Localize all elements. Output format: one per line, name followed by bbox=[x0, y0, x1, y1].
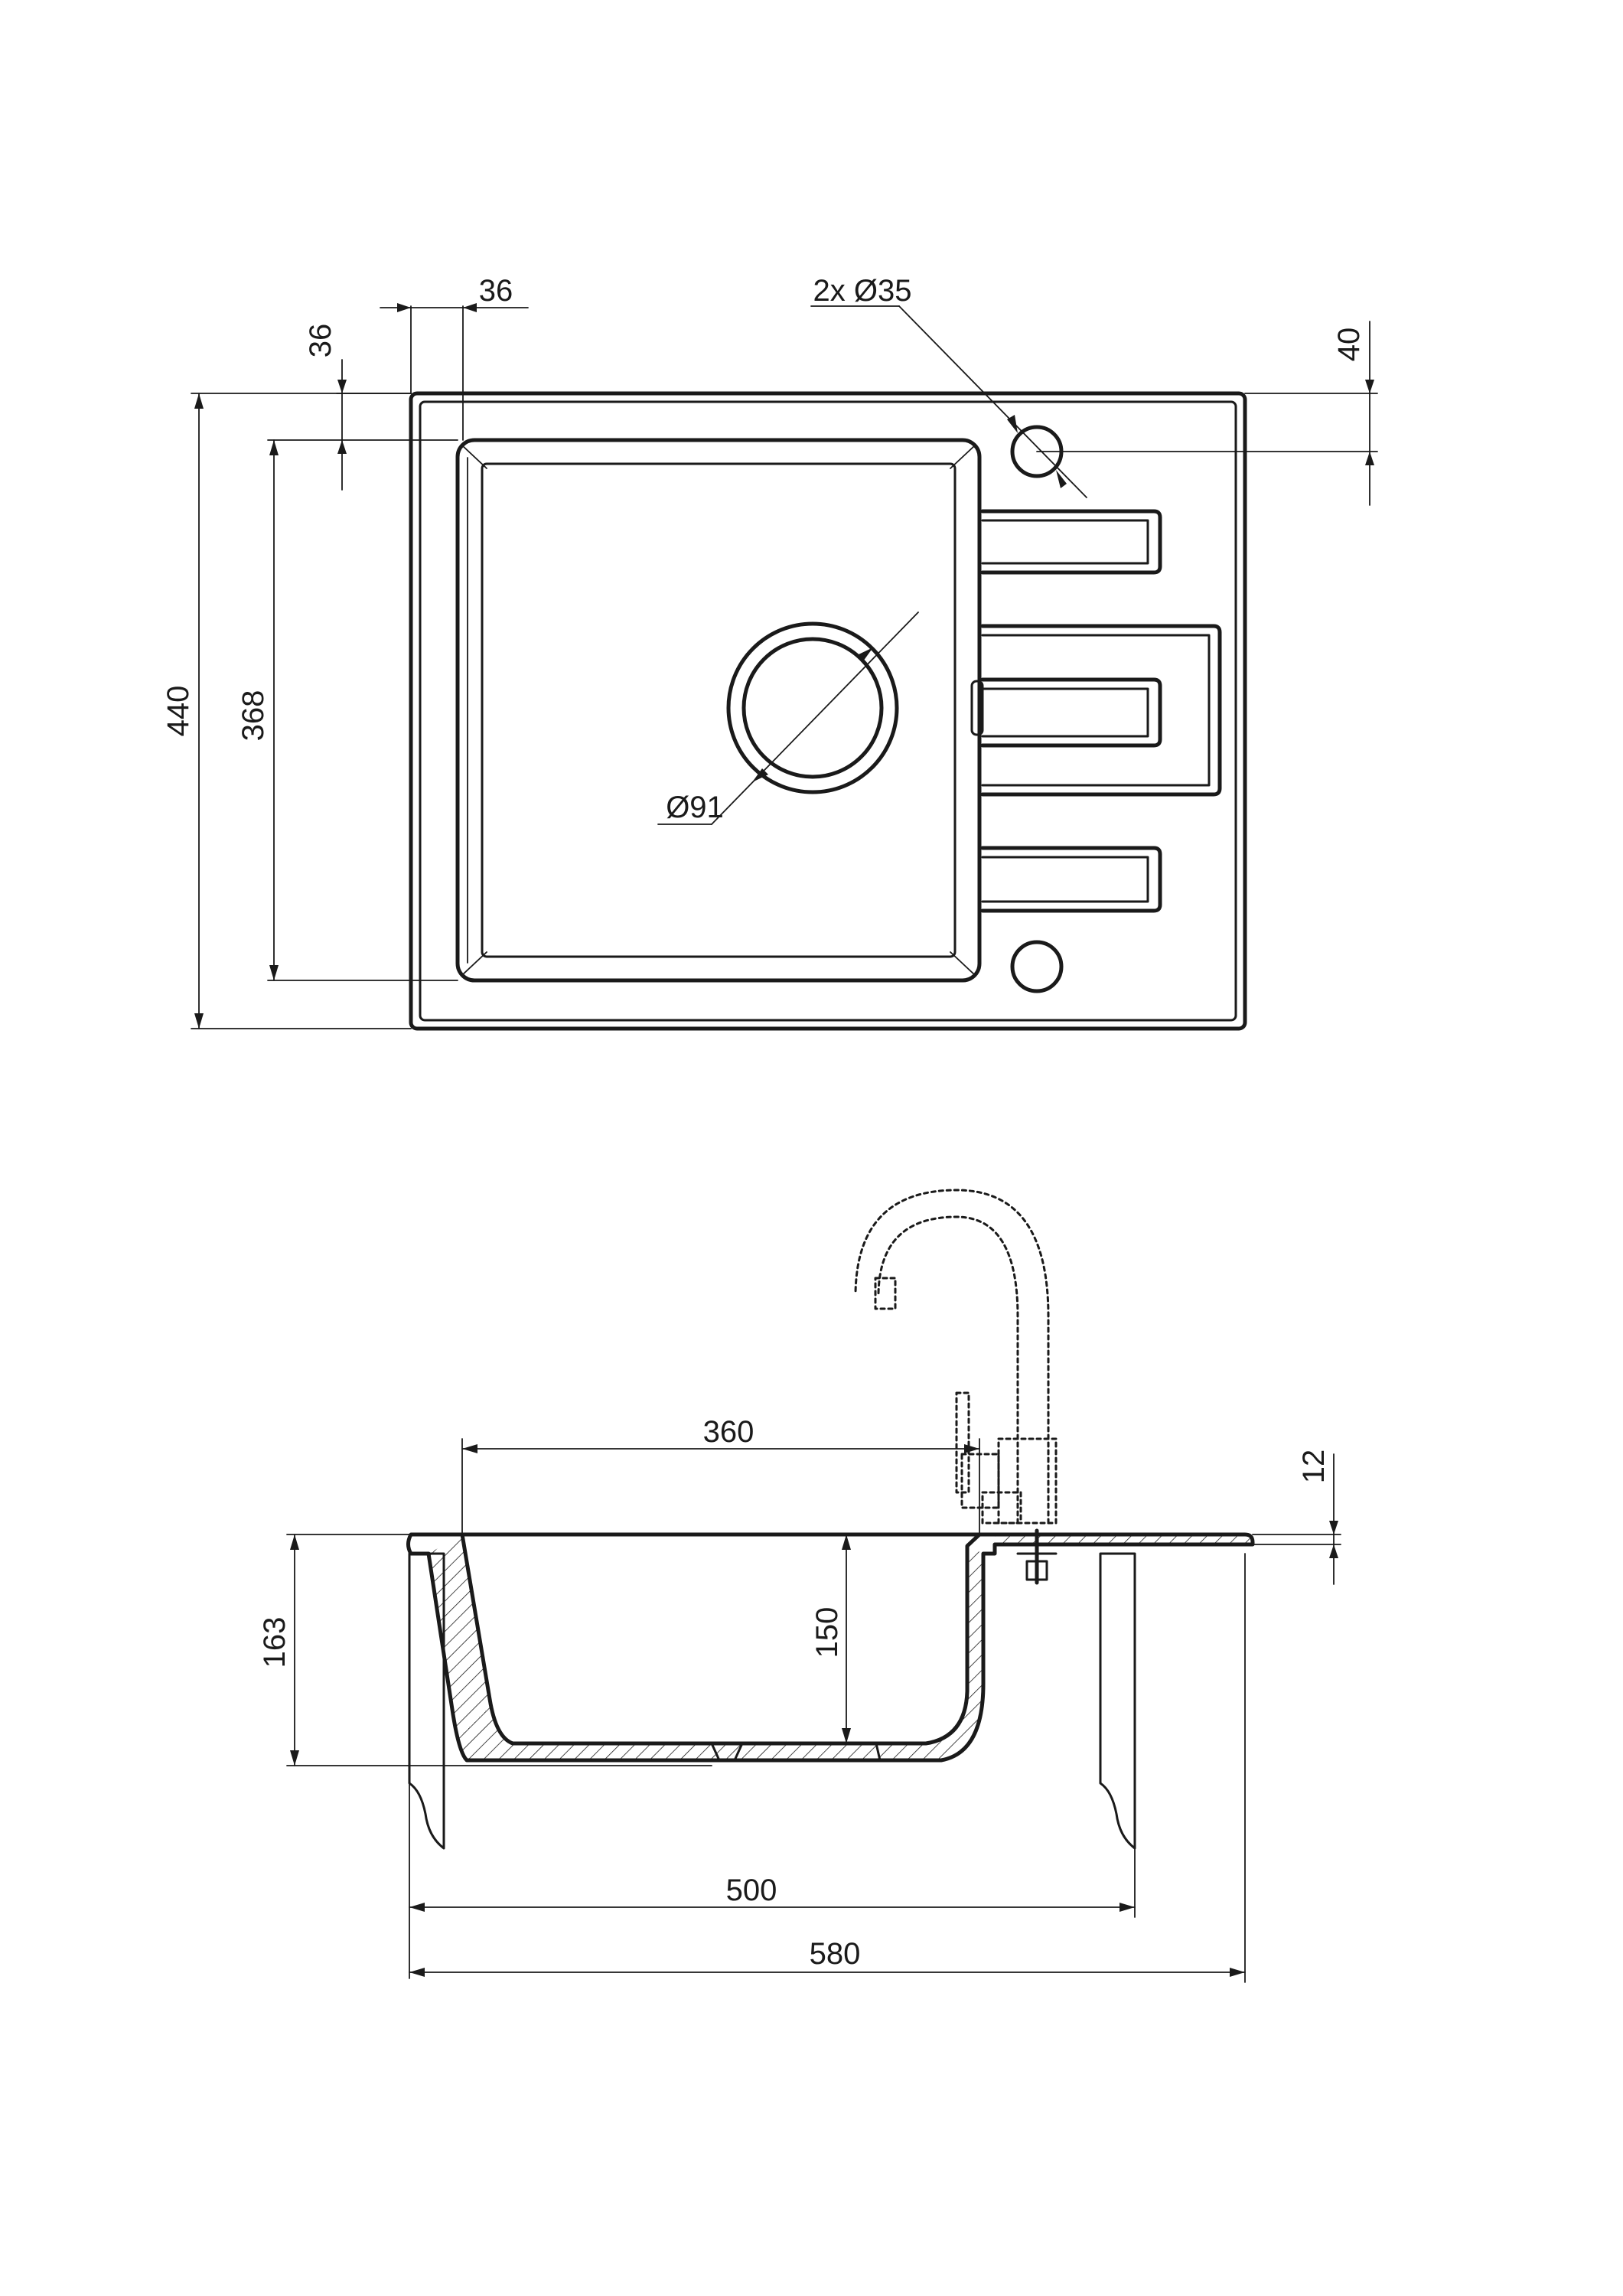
dimension-total-height: 163 bbox=[258, 1534, 712, 1766]
dimension-flange-depth: 36 bbox=[304, 324, 412, 491]
dimension-drain: Ø91 bbox=[657, 612, 919, 825]
label-total-depth: 440 bbox=[161, 686, 195, 737]
top-view: 36 36 440 368 bbox=[161, 274, 1378, 1031]
cabinet-side-right bbox=[1099, 1552, 1136, 1850]
label-deck-thickness: 12 bbox=[1297, 1450, 1331, 1484]
sink-cross-section bbox=[406, 1532, 1255, 1763]
label-bowl-height: 150 bbox=[810, 1607, 844, 1658]
label-flange-depth: 36 bbox=[304, 324, 337, 358]
label-bowl-width: 360 bbox=[703, 1415, 754, 1449]
dimension-deck-thickness: 12 bbox=[1252, 1450, 1341, 1585]
drainer-ribs bbox=[980, 509, 1222, 913]
sink-outer-outline bbox=[409, 391, 1247, 1031]
side-view: 360 12 163 150 bbox=[258, 1189, 1341, 1983]
sink-inner-rim bbox=[419, 400, 1237, 1022]
label-bowl-depth: 368 bbox=[236, 690, 270, 742]
drain-circle bbox=[726, 621, 899, 794]
label-drain: Ø91 bbox=[666, 791, 724, 824]
label-tap-offset: 40 bbox=[1332, 328, 1366, 362]
tap-hole-bottom bbox=[1010, 940, 1064, 993]
dimension-tap-offset: 40 bbox=[1036, 321, 1378, 506]
label-cabinet-width: 500 bbox=[726, 1874, 777, 1907]
dimension-bowl-height: 150 bbox=[810, 1534, 851, 1744]
dimension-bowl-depth: 368 bbox=[236, 439, 458, 981]
dimension-tap-hole: 2x Ø35 bbox=[810, 274, 1087, 498]
bowl bbox=[455, 438, 982, 983]
dimension-flange-width: 36 bbox=[380, 274, 529, 441]
faucet bbox=[854, 1189, 1058, 1525]
dimension-bowl-width: 360 bbox=[461, 1415, 980, 1535]
label-tap-hole: 2x Ø35 bbox=[813, 274, 912, 308]
label-total-width: 580 bbox=[810, 1937, 861, 1971]
overflow-slot bbox=[970, 680, 984, 736]
dimension-cabinet-width: 500 bbox=[409, 1782, 1136, 1979]
label-flange-width: 36 bbox=[479, 274, 513, 308]
label-total-height: 163 bbox=[258, 1617, 292, 1668]
dimension-total-width: 580 bbox=[409, 1553, 1246, 1983]
dimension-total-depth: 440 bbox=[161, 393, 412, 1029]
cabinet-side-left bbox=[408, 1552, 445, 1850]
